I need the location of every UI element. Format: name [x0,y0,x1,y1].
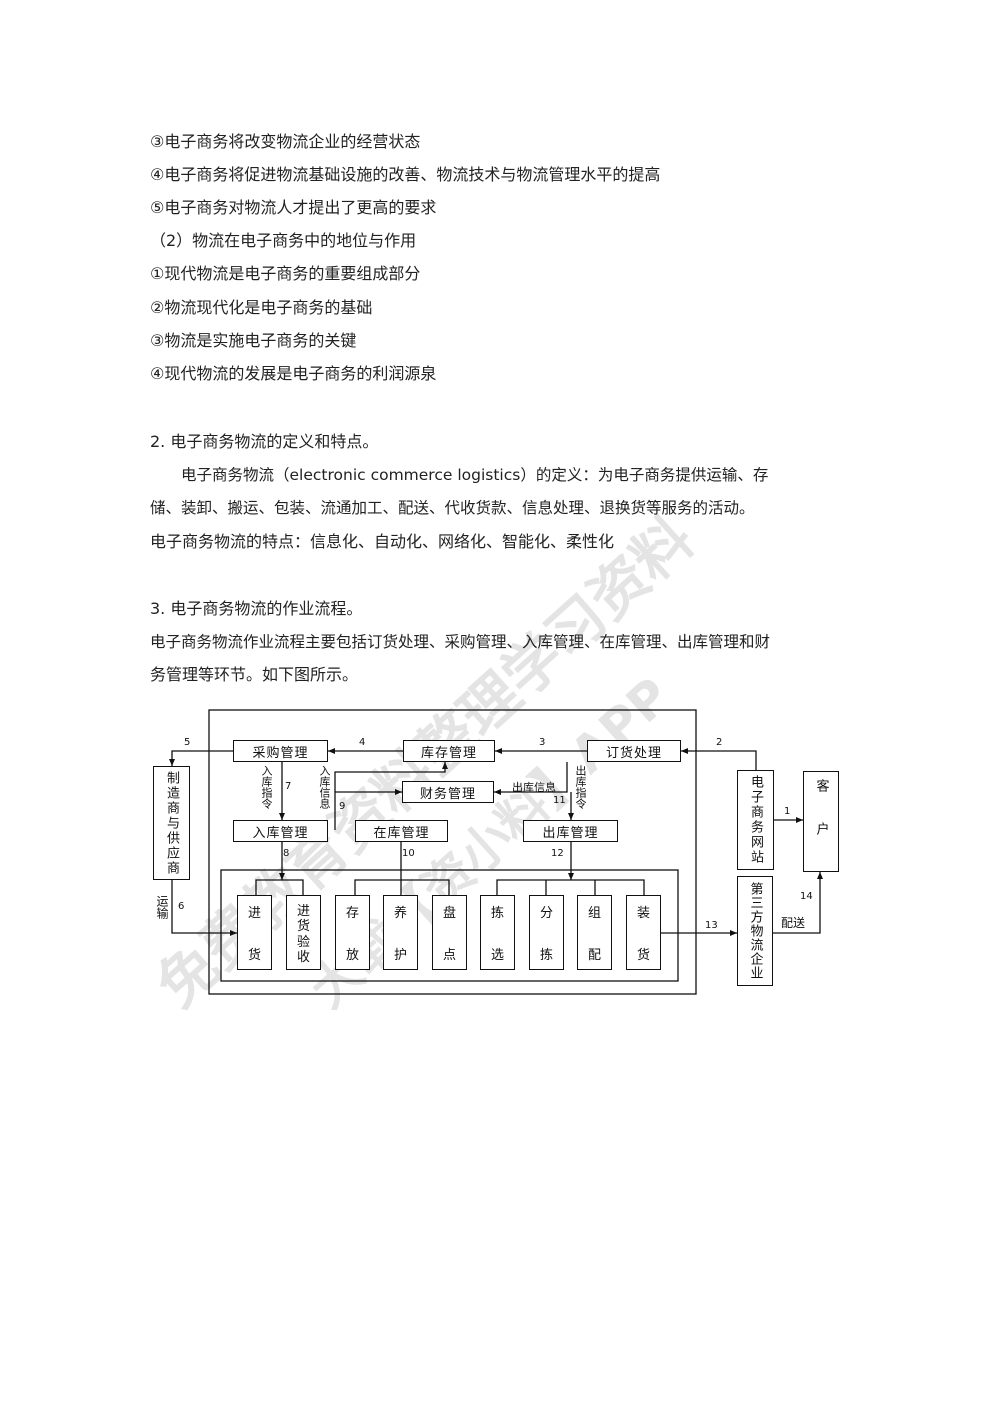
task-picking-top: 拣 [490,906,504,921]
text-line-6: ②物流现代化是电子商务的基础 [150,298,373,317]
label-11: 11 [553,795,566,806]
label-9: 9 [339,801,346,812]
label-10: 10 [402,848,415,859]
arrow-14 [773,872,823,934]
text-line-14: 电子商务物流作业流程主要包括订货处理、采购管理、入库管理、在库管理、出库管理和财 [150,633,771,651]
outbound-box: 出库管理 [523,820,618,842]
text-line-3: ⑤电子商务对物流人才提出了更高的要求 [150,198,437,217]
website-box: 电子商务网站 [737,770,774,870]
task-assembly: 组 配 [577,895,612,970]
text-line-5: ①现代物流是电子商务的重要组成部分 [150,264,421,283]
order-box: 订货处理 [587,740,681,762]
text-line-2: ④电子商务将促进物流基础设施的改善、物流技术与物流管理水平的提高 [150,165,661,184]
text-line-11: 储、装卸、搬运、包装、流通加工、配送、代收货款、信息处理、退换货等服务的活动。 [150,499,755,517]
task-loading-bottom: 货 [636,948,650,963]
arrow-9b [334,762,448,792]
label-inbound-info: 入库信息 [318,765,331,809]
label-13: 13 [705,920,718,931]
section-heading-2: 2. 电子商务物流的定义和特点。 [150,432,379,451]
label-1: 1 [784,806,791,817]
label-2: 2 [716,737,723,748]
text-line-10: 电子商务物流（electronic commerce logistics）的定义… [150,466,769,484]
task-stocktake-bottom: 点 [442,948,456,963]
task-sorting-top: 分 [539,906,553,921]
label-12: 12 [551,848,564,859]
task-storage-bottom: 放 [345,948,359,963]
label-3: 3 [539,737,546,748]
task-maintenance-bottom: 护 [393,948,407,963]
label-inbound-order: 入库指令 [260,765,273,809]
task-receiving-bottom: 货 [247,948,261,963]
arrow-6 [171,880,237,936]
label-6: 6 [178,901,185,912]
finance-box: 财务管理 [402,781,494,803]
label-14: 14 [800,891,813,902]
inbound-box: 入库管理 [233,820,328,842]
text-line-8: ④现代物流的发展是电子商务的利润源泉 [150,364,437,383]
label-transport: 运输 [155,895,169,919]
task-sorting-bottom: 拣 [539,948,553,963]
arrow-outbound-info [494,762,568,795]
label-5: 5 [184,737,191,748]
task-assembly-bottom: 配 [587,948,601,963]
label-4: 4 [359,737,366,748]
arrow-2 [681,748,757,770]
manufacturer-box: 制造商与供应商 [153,766,190,880]
text-line-15: 务管理等环节。如下图所示。 [150,665,359,684]
inner-frame [220,869,679,982]
task-loading-top: 装 [636,906,650,921]
label-outbound-info: 出库信息 [512,781,556,794]
task-stocktake-top: 盘 [442,906,456,921]
text-line-1: ③电子商务将改变物流企业的经营状态 [150,132,421,151]
task-picking-bottom: 选 [490,948,504,963]
third-party-logistics-box: 第三方物流企业 [737,876,773,986]
inventory-box: 库存管理 [403,740,495,762]
task-receiving: 进 货 [237,895,272,970]
task-inspection: 进货 验收 [286,895,321,970]
label-8: 8 [283,848,290,859]
task-maintenance: 养 护 [383,895,418,970]
task-sorting: 分 拣 [529,895,564,970]
label-delivery: 配送 [781,916,806,930]
task-storage-top: 存 [345,906,359,921]
customer-box: 客户 [803,771,839,872]
instock-box: 在库管理 [355,820,448,842]
text-line-7: ③物流是实施电子商务的关键 [150,331,357,350]
task-maintenance-top: 养 [393,906,407,921]
task-storage: 存 放 [335,895,370,970]
task-inspection-top: 进货 [296,904,310,934]
task-picking: 拣 选 [480,895,515,970]
arrow-5 [169,750,233,766]
outer-frame [208,709,697,995]
procurement-box: 采购管理 [233,740,328,762]
task-loading: 装 货 [626,895,661,970]
label-outbound-order: 出库指令 [574,765,587,809]
task-inspection-bottom: 验收 [296,935,310,965]
label-7: 7 [285,781,292,792]
task-assembly-top: 组 [587,906,601,921]
task-stocktake: 盘 点 [432,895,467,970]
text-line-12: 电子商务物流的特点：信息化、自动化、网络化、智能化、柔性化 [150,532,615,551]
section-heading-3: 3. 电子商务物流的作业流程。 [150,599,363,618]
text-line-4: （2）物流在电子商务中的地位与作用 [150,231,417,250]
task-receiving-top: 进 [247,906,261,921]
